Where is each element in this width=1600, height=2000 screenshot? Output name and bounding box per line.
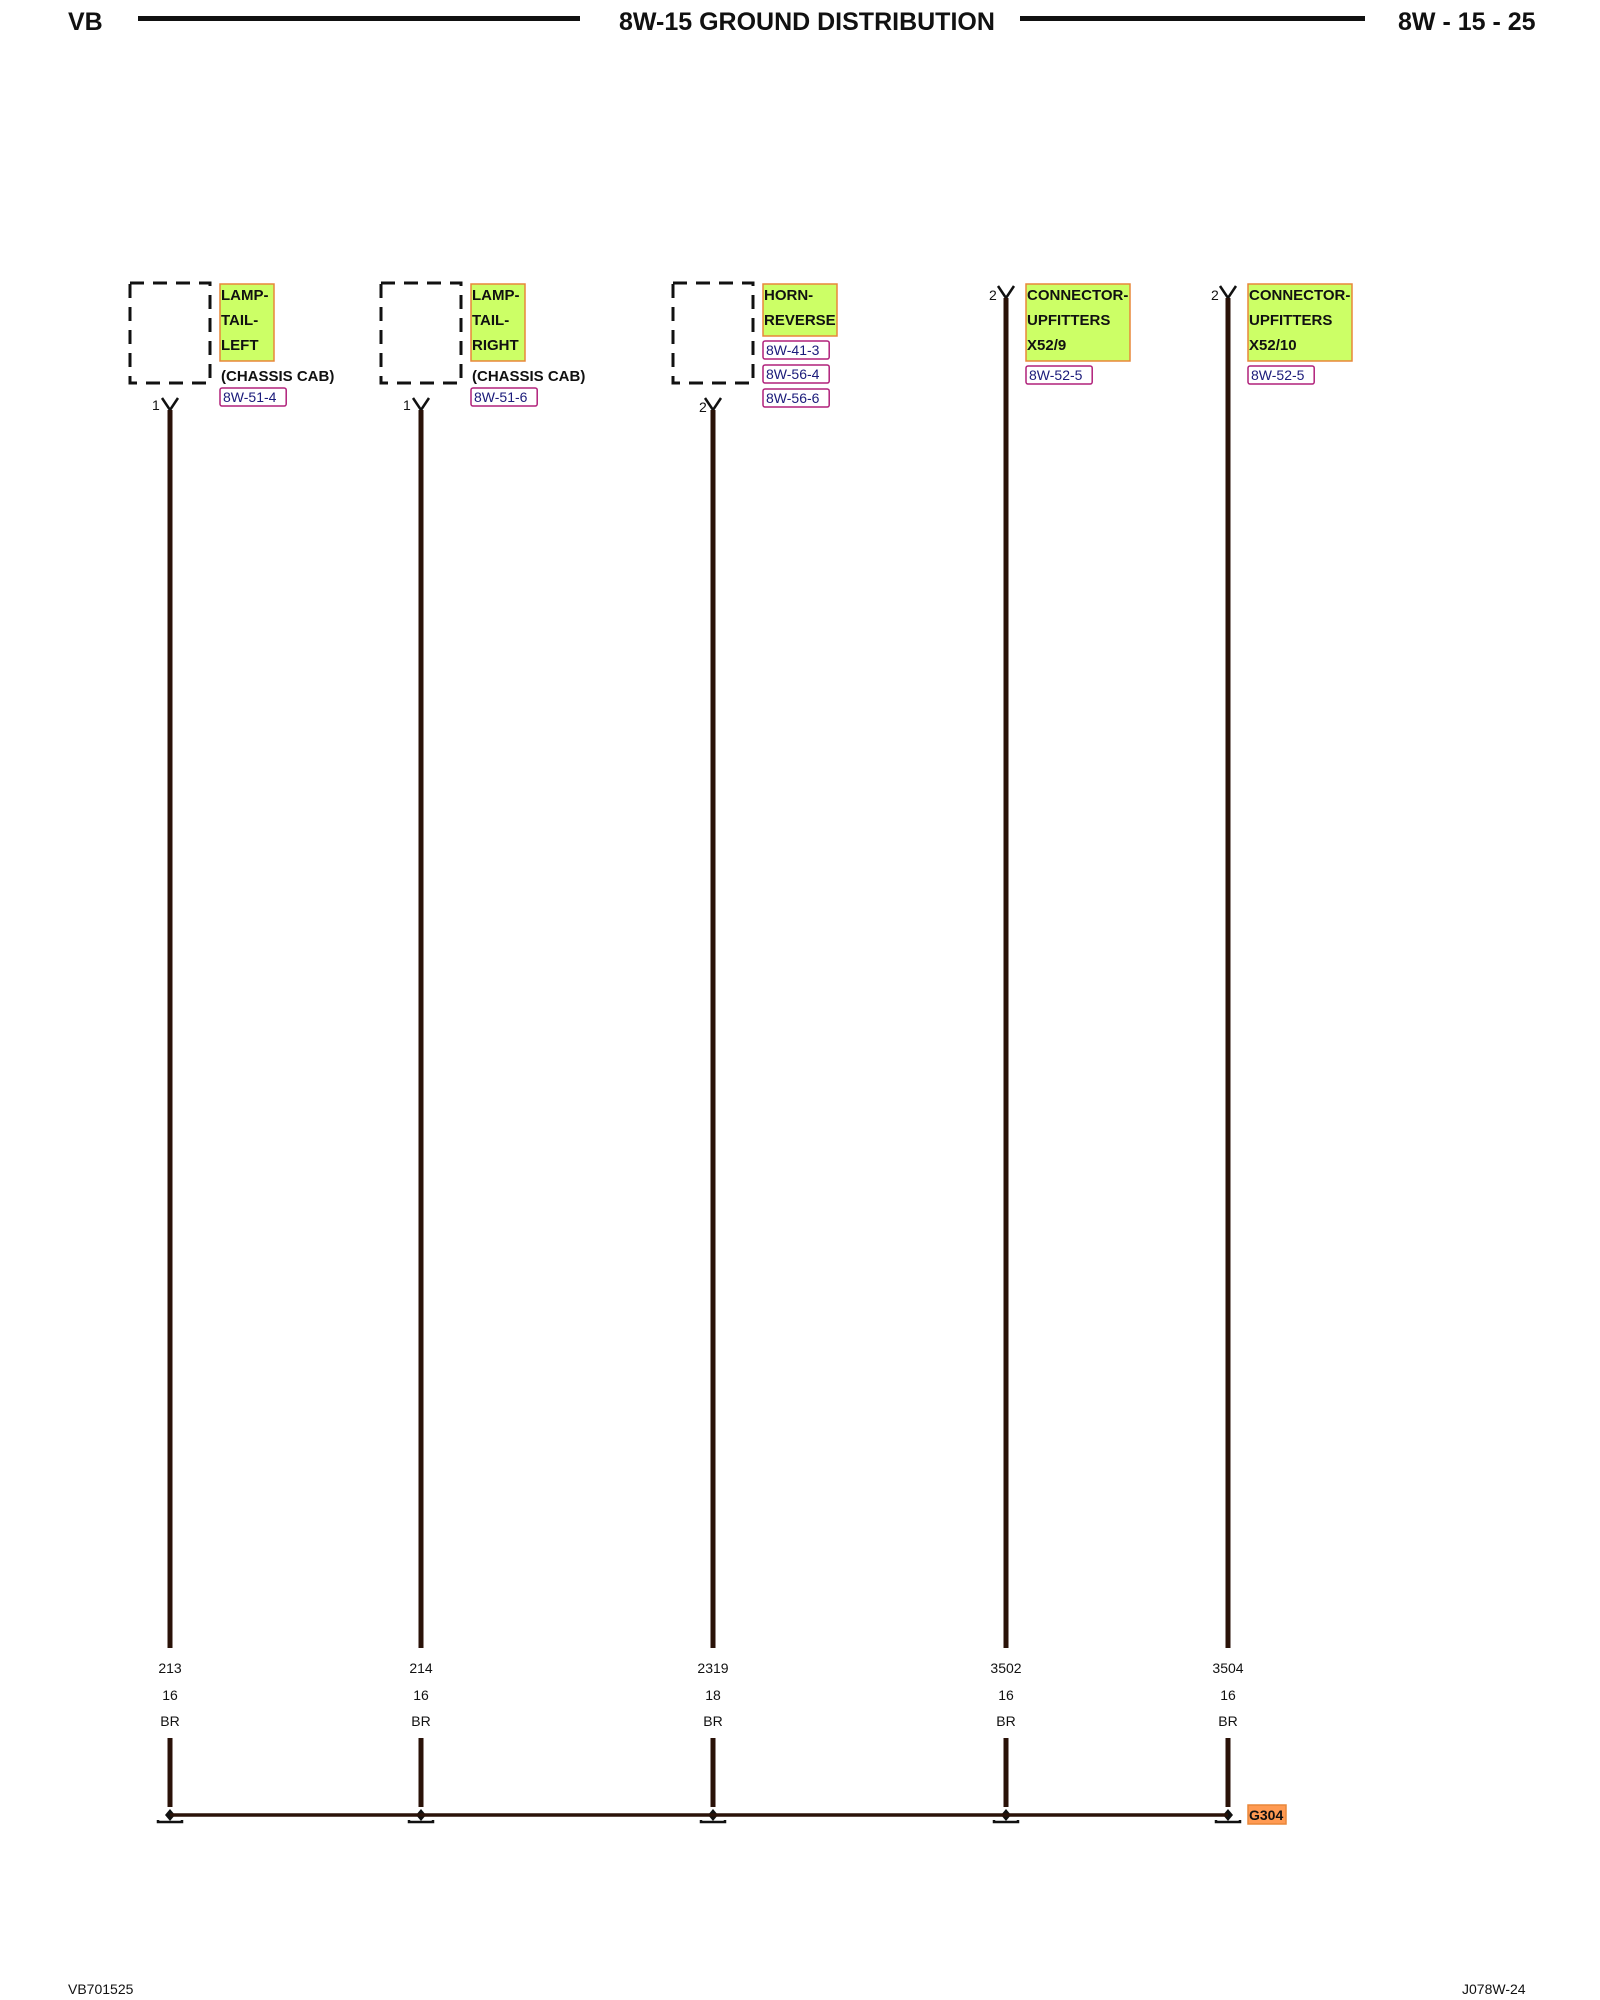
component-3-label-highlight [762,283,838,337]
component-4-label-line: UPFITTERS [1027,312,1110,329]
component-2-ref-link: 8W-51-6 [474,389,528,405]
component-3-wire-gauge: 18 [705,1687,721,1703]
component-1-label-highlight [219,283,275,362]
component-4-ref-link: 8W-52-5 [1029,367,1083,383]
component-5-label-line: X52/10 [1249,337,1297,354]
header-rule-right [1020,16,1365,21]
component-2-label-line: TAIL- [472,312,509,329]
ground-label: G304 [1249,1807,1283,1823]
component-1-outline [128,281,212,385]
header-rule-left [138,16,580,21]
component-2-connector-symbol [411,397,431,413]
component-4-ref-box [1025,365,1093,385]
component-5-circuit-number: 3504 [1212,1660,1243,1676]
component-4-ground-bracket [992,1820,1020,1824]
ground-label-highlight [1247,1804,1287,1825]
component-2-ref-box [470,387,538,407]
component-3-label-line: HORN- [764,287,813,304]
component-2-wire-color: BR [411,1713,430,1729]
component-5-ref-link: 8W-52-5 [1251,367,1305,383]
component-5-ref-box [1247,365,1315,385]
component-1-connector-symbol [160,397,180,413]
component-5-connector-symbol [1218,285,1238,301]
component-5-ground-bracket [1214,1820,1242,1824]
component-3-wire-color: BR [703,1713,722,1729]
component-4-wire-color: BR [996,1713,1015,1729]
component-1-label-line: LAMP- [221,287,269,304]
component-5-label-line: CONNECTOR- [1249,287,1350,304]
component-3-ref-box [762,388,830,408]
component-3-ref-box [762,364,830,384]
component-2-outline [379,281,463,385]
component-3-ref-link: 8W-56-4 [766,366,820,382]
component-4-circuit-number: 3502 [990,1660,1021,1676]
component-3-ref-link: 8W-41-3 [766,342,820,358]
component-5-wire-color: BR [1218,1713,1237,1729]
component-2-ground-bracket [407,1820,435,1824]
component-2-pin-number: 1 [403,397,411,413]
component-1-circuit-number: 213 [158,1660,182,1676]
component-2-label-line: RIGHT [472,337,519,354]
component-2-circuit-number: 214 [409,1660,433,1676]
component-3-ref-link: 8W-56-6 [766,390,820,406]
component-3-connector-symbol [703,397,723,413]
component-5-wire-gauge: 16 [1220,1687,1236,1703]
component-3-label-line: REVERSE [764,312,836,329]
component-2-wire-gauge: 16 [413,1687,429,1703]
page-number: 8W - 15 - 25 [1398,8,1536,36]
component-1-pin-number: 1 [152,397,160,413]
component-5-label-line: UPFITTERS [1249,312,1332,329]
component-4-wire-gauge: 16 [998,1687,1014,1703]
component-5-label-highlight [1247,283,1353,362]
component-5-pin-number: 2 [1211,287,1219,303]
component-4-connector-symbol [996,285,1016,301]
component-1-ref-box [219,387,287,407]
component-1-label-line: TAIL- [221,312,258,329]
component-1-note: (CHASSIS CAB) [221,368,334,385]
component-3-pin-number: 2 [699,399,707,415]
component-4-label-line: CONNECTOR- [1027,287,1128,304]
component-3-ground-bracket [699,1820,727,1824]
component-4-label-highlight [1025,283,1131,362]
page-title: 8W-15 GROUND DISTRIBUTION [619,8,995,36]
component-2-label-highlight [470,283,526,362]
component-3-circuit-number: 2319 [697,1660,728,1676]
component-4-label-line: X52/9 [1027,337,1066,354]
component-1-wire-color: BR [160,1713,179,1729]
header-model: VB [68,8,103,36]
footer-id-left: VB701525 [68,1981,134,1997]
footer-id-right: J078W-24 [1462,1981,1526,1997]
component-2-label-line: LAMP- [472,287,520,304]
component-4-pin-number: 2 [989,287,997,303]
component-1-ref-link: 8W-51-4 [223,389,277,405]
component-1-label-line: LEFT [221,337,259,354]
component-1-wire-gauge: 16 [162,1687,178,1703]
component-3-ref-box [762,340,830,360]
component-2-note: (CHASSIS CAB) [472,368,585,385]
component-1-ground-bracket [156,1820,184,1824]
component-3-outline [671,281,755,385]
